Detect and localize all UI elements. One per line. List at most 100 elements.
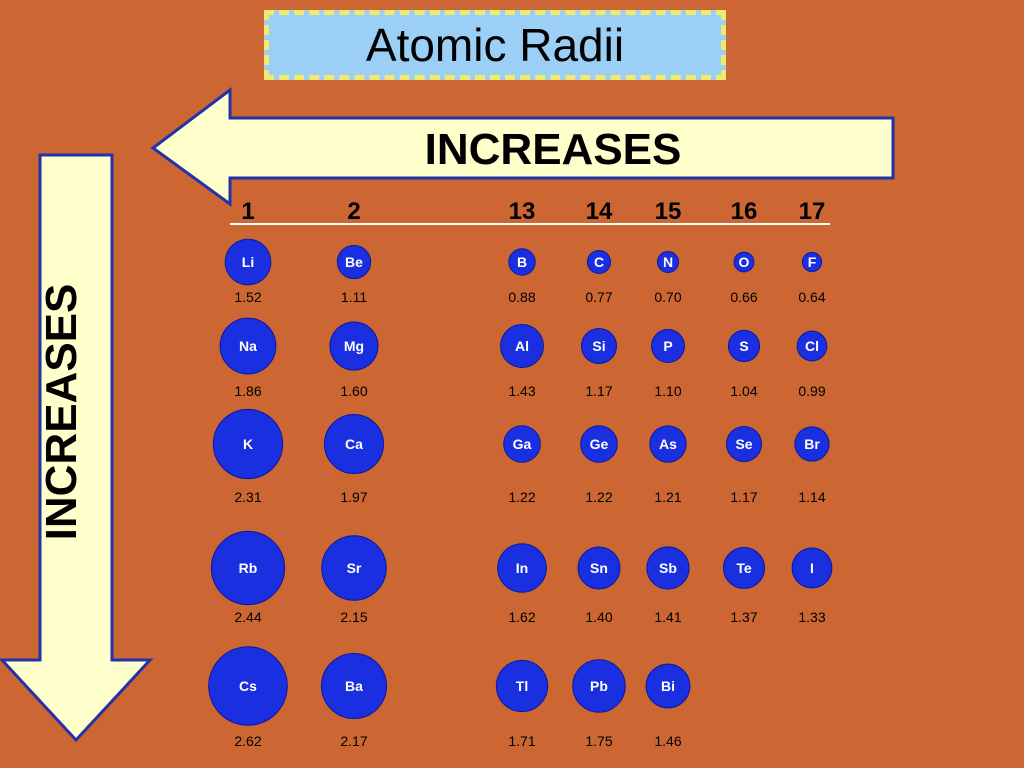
atom-circle-si [580,327,618,365]
atom-radius-f: 0.64 [798,289,825,305]
atom-circle-i [791,547,833,589]
atom-symbol-cl: Cl [805,338,819,354]
atom-circle-in [497,543,547,593]
horizontal-increase-arrow [150,86,895,207]
atom-ba: Ba 2.17 [320,652,388,749]
atom-symbol-ba: Ba [345,678,363,694]
atom-circle-br [794,426,830,462]
vertical-increase-arrow [0,153,154,743]
atom-circle-sr [321,535,387,601]
atom-radius-rb: 2.44 [234,609,261,625]
atom-sn: Sn 1.40 [577,546,621,625]
atom-o: O0.66 [730,251,758,305]
atom-radius-s: 1.04 [730,383,757,399]
atom-radius-bi: 1.46 [654,733,681,749]
atom-radius-al: 1.43 [508,383,535,399]
group-header-17: 17 [799,198,826,225]
atom-symbol-ga: Ga [513,436,532,452]
group-header-1: 1 [241,198,254,225]
atom-rb: Rb 2.44 [210,530,286,625]
atom-be: Be 1.11 [336,244,372,305]
atom-circle-k [212,408,284,480]
atom-circle-se [725,425,763,463]
atom-symbol-rb: Rb [239,560,258,576]
atom-radius-sn: 1.40 [585,609,612,625]
atom-radius-se: 1.17 [730,489,757,505]
atom-al: Al1.43 [500,324,544,399]
atom-b: B0.88 [508,248,536,305]
atom-radius-be: 1.11 [341,289,367,305]
atom-p: P1.10 [651,329,685,399]
atom-circle-s [727,329,761,363]
atom-radius-na: 1.86 [234,383,261,399]
atom-circle-ca [323,413,385,475]
atom-symbol-pb: Pb [590,678,608,694]
atom-radius-ba: 2.17 [340,733,367,749]
atom-symbol-as: As [659,436,677,452]
atom-radius-te: 1.37 [730,609,757,625]
atom-circle-pb [572,659,626,713]
atom-circle-sn [577,546,621,590]
atom-circle-n [657,251,679,273]
atom-pb: Pb 1.75 [572,659,626,749]
atoms: Li1.52Be1.11B0.88C0.77N0.70O0.66F0.64Na1… [208,238,833,749]
atom-sr: Sr2.15 [321,535,387,625]
atom-circle-f [801,251,823,273]
atom-circle-cs [208,646,288,726]
atom-circle-cl [796,330,828,362]
atom-symbol-si: Si [592,338,605,354]
group-header-13: 13 [509,198,536,225]
atom-symbol-cs: Cs [239,678,257,694]
atom-ga: Ga 1.22 [503,425,541,505]
atom-circle-tl [495,659,549,713]
atom-s: S1.04 [727,329,761,399]
atom-mg: Mg1.60 [329,321,379,399]
atom-circle-be [336,244,372,280]
vertical-arrow-label: INCREASES [37,284,86,541]
atom-bi: Bi1.46 [645,663,691,749]
title-box: Atomic Radii [264,10,726,80]
atom-symbol-ca: Ca [345,436,363,452]
atom-cl: Cl0.99 [796,330,828,399]
atom-se: Se1.17 [725,425,763,505]
atom-radius-ca: 1.97 [340,489,367,505]
atom-radius-br: 1.14 [798,489,825,505]
atom-i: I1.33 [791,547,833,625]
atom-circle-al [500,324,544,368]
horizontal-arrow-label: INCREASES [425,125,682,174]
group-header-16: 16 [731,198,758,225]
atom-circle-p [651,329,685,363]
atom-symbol-b: B [517,254,527,270]
atom-as: As1.21 [649,425,687,505]
atom-radius-tl: 1.71 [508,733,535,749]
atom-radius-pb: 1.75 [585,733,612,749]
atom-radius-sr: 2.15 [340,609,367,625]
atom-f: F0.64 [798,251,826,305]
atom-symbol-p: P [663,338,672,354]
group-header-14: 14 [586,198,613,225]
atom-symbol-be: Be [345,254,363,270]
atom-symbol-ge: Ge [590,436,609,452]
atom-circle-sb [646,546,690,590]
atom-sb: Sb 1.41 [646,546,690,625]
atom-circle-c [586,249,612,275]
atom-radius-ga: 1.22 [508,489,535,505]
atom-radius-sb: 1.41 [654,609,681,625]
atom-br: Br1.14 [794,426,830,505]
atom-symbol-mg: Mg [344,338,364,354]
atom-symbol-sb: Sb [659,560,677,576]
atom-symbol-c: C [594,254,604,270]
atom-si: Si1.17 [580,327,618,399]
atom-k: K2.31 [212,408,284,505]
atom-in: In1.62 [497,543,547,625]
atom-ge: Ge1.22 [580,425,618,505]
slide-title: Atomic Radii [365,19,625,71]
atom-symbol-i: I [810,560,814,576]
atom-symbol-n: N [663,254,673,270]
atom-symbol-sn: Sn [590,560,608,576]
atom-c: C0.77 [585,249,613,305]
atom-radius-li: 1.52 [234,289,261,305]
